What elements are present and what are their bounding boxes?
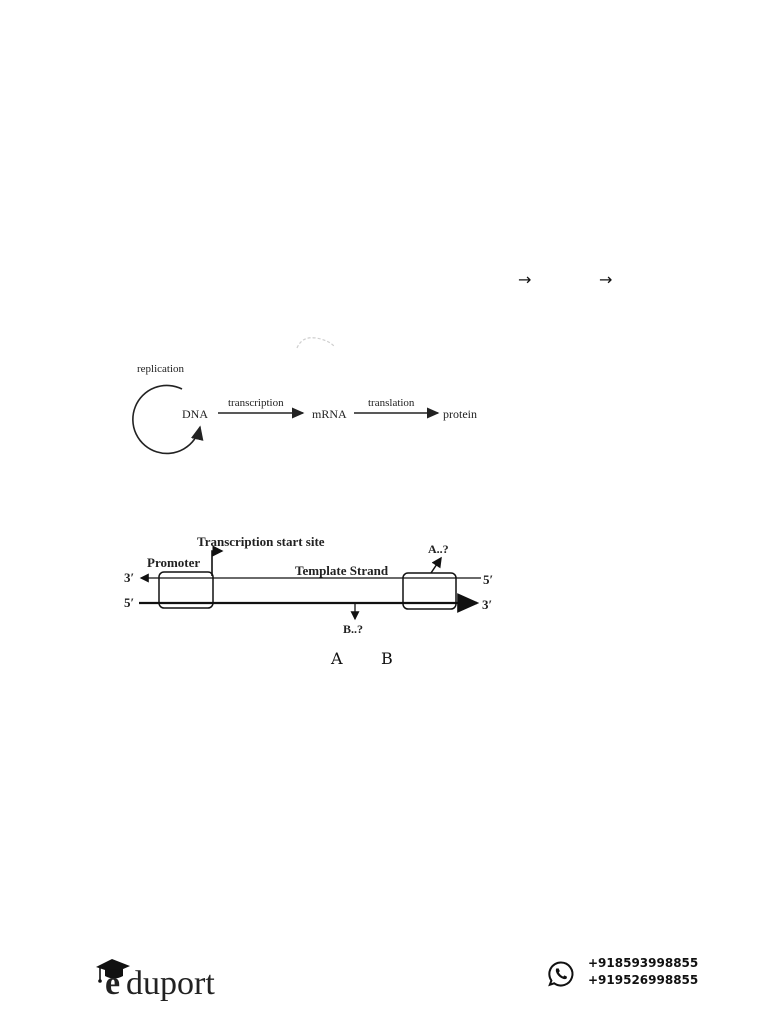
eduport-logo-art: e duport [96, 959, 215, 1002]
protein-label: protein [443, 407, 477, 421]
answer-label-a: A [331, 649, 343, 668]
replication-label: replication [137, 363, 185, 375]
b-label: B..? [343, 622, 363, 636]
bottom-left-end-label: 5′ [124, 595, 134, 610]
top-right-end-label: 5′ [483, 572, 493, 587]
dna-label: DNA [182, 407, 208, 421]
template-strand-diagram: Transcription start site Promoter A..? T… [124, 534, 493, 636]
svg-text:e: e [105, 965, 120, 1002]
eduport-logo: e duport [96, 952, 266, 1006]
promoter-box [158, 571, 214, 609]
translation-label: translation [368, 397, 415, 409]
a-label: A..? [428, 542, 449, 556]
central-dogma-diagram: replication DNA transcription mRNA trans… [132, 363, 477, 455]
replication-loop-arrow [132, 384, 204, 455]
start-site-arrow [211, 545, 224, 576]
mrna-label: mRNA [312, 407, 347, 421]
arrow-glyph-2: → [599, 270, 613, 289]
promoter-label: Promoter [147, 555, 200, 570]
whatsapp-icon [547, 960, 577, 990]
template-strand-label: Template Strand [295, 563, 389, 578]
phone-number[interactable]: +919526998855 [588, 973, 699, 987]
a-arrow [430, 556, 442, 574]
scan-smudge [296, 337, 335, 349]
phone-number-list: +918593998855 +919526998855 [588, 955, 698, 989]
arrow-glyph-1: → [518, 270, 532, 289]
bottom-right-end-label: 3′ [482, 597, 492, 612]
tss-label: Transcription start site [197, 534, 325, 549]
phone-number[interactable]: +918593998855 [588, 956, 699, 970]
transcription-label: transcription [228, 397, 284, 409]
terminator-box [402, 572, 457, 610]
answer-label-b: B [381, 649, 393, 668]
top-left-end-label: 3′ [124, 570, 134, 585]
svg-text:duport: duport [126, 965, 215, 1002]
